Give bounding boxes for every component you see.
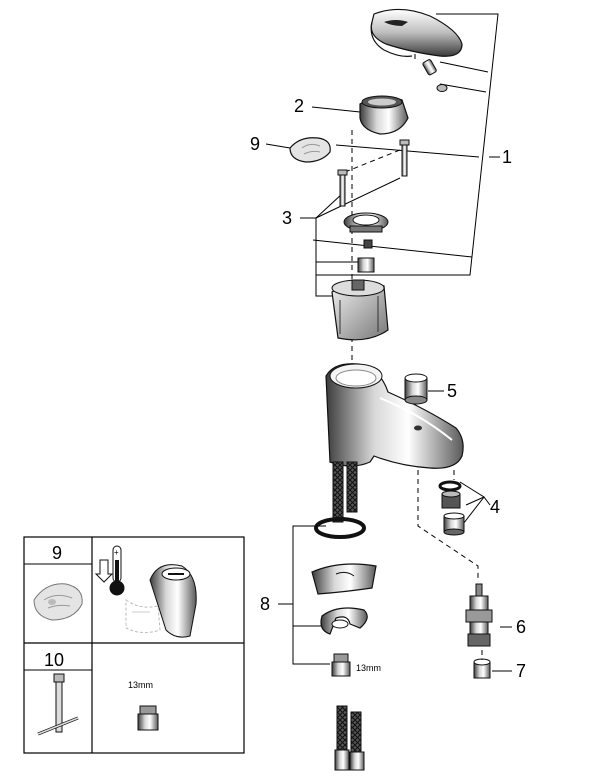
callout-5: 5	[447, 381, 457, 401]
tool-10	[37, 673, 79, 736]
aerator-insert	[441, 490, 461, 509]
aerator-housing	[443, 512, 465, 536]
inset-nut-13mm	[137, 705, 159, 731]
callout-1: 1	[502, 147, 512, 167]
aerator-seal	[438, 480, 462, 492]
thermometer-icon: +	[109, 545, 125, 596]
down-arrow-icon	[94, 559, 114, 583]
inset-label-10: 10	[44, 650, 64, 670]
inset-label-9: 9	[52, 543, 62, 563]
cap-plug	[436, 84, 448, 92]
support-washer	[311, 563, 377, 595]
bracket-3	[300, 177, 401, 297]
handle-lever	[370, 8, 463, 57]
callout-6: 6	[516, 617, 526, 637]
fixing-bolt-right	[399, 139, 410, 177]
fixing-horseshoe	[320, 607, 368, 635]
lever-rotation-illustration	[125, 564, 197, 638]
callout-7: 7	[516, 661, 526, 681]
nut-7	[473, 650, 491, 679]
inset-handle-cap	[33, 583, 83, 621]
leader-9	[265, 143, 291, 149]
callout-4: 4	[490, 497, 500, 517]
leader-2	[311, 106, 361, 113]
pull-rod-cap-5	[404, 373, 428, 405]
callout-9: 9	[250, 134, 260, 154]
cartridge-nut	[363, 239, 373, 249]
bracket-8	[278, 525, 330, 665]
handle-cap-9	[289, 137, 331, 163]
callout-2: 2	[294, 96, 304, 116]
clamping-ring	[343, 212, 389, 233]
threaded-stud	[331, 653, 351, 677]
hose-nut-size-label: 13mm	[356, 663, 381, 673]
o-ring-8	[314, 517, 366, 539]
escutcheon-cap	[359, 95, 409, 135]
callout-8: 8	[260, 594, 270, 614]
bracket-1	[312, 13, 500, 276]
fixing-bolt-left	[337, 169, 348, 207]
inset-nut-size-label: 13mm	[128, 680, 153, 690]
valve-cartridge-6	[465, 583, 493, 647]
flexible-hose-lower	[334, 705, 365, 771]
flexible-hose-upper	[332, 461, 358, 523]
tap-body	[325, 363, 464, 469]
cartridge	[331, 279, 389, 341]
cartridge-spindle	[357, 257, 375, 273]
bracket-4	[459, 481, 491, 529]
callout-3: 3	[282, 208, 292, 228]
grub-screw	[422, 59, 437, 76]
svg-text:+: +	[114, 548, 119, 557]
